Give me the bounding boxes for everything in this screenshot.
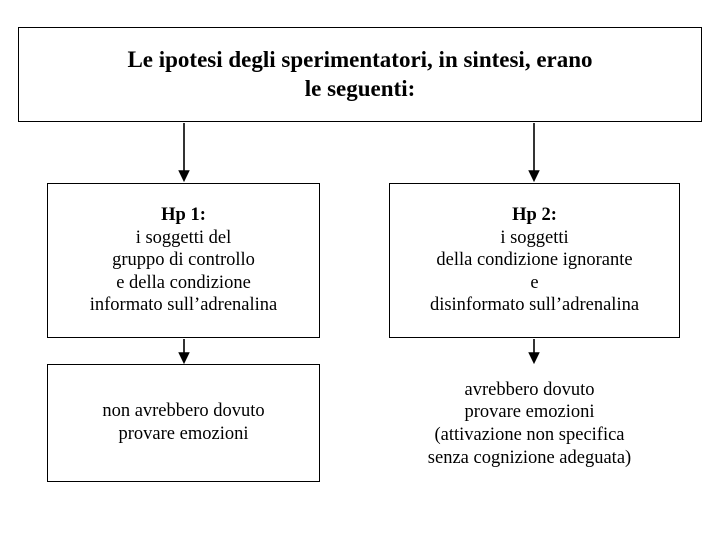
title-line-2: le seguenti: — [304, 75, 416, 101]
hypothesis-2-line-1: i soggetti — [500, 227, 569, 248]
hypothesis-1-box: Hp 1: i soggetti del gruppo di controllo… — [47, 183, 320, 338]
conclusion-2-line-4: senza cognizione adeguata) — [427, 447, 632, 468]
hypothesis-2-line-4: disinformato sull’adrenalina — [429, 295, 640, 316]
conclusion-2-box: avrebbero dovuto provare emozioni (attiv… — [379, 358, 680, 490]
hypothesis-1-line-1: i soggetti del — [135, 227, 232, 248]
conclusion-2-line-3: (attivazione non specifica — [434, 425, 625, 445]
conclusion-1-box: non avrebbero dovuto provare emozioni — [47, 364, 320, 482]
conclusion-2-line-2: provare emozioni — [464, 402, 595, 423]
conclusion-1-text: non avrebbero dovuto provare emozioni — [48, 400, 319, 445]
hypothesis-2-line-3: e — [530, 272, 539, 293]
hypothesis-1-line-2: gruppo di controllo — [112, 250, 255, 271]
conclusion-1-line-2: provare emozioni — [118, 424, 249, 444]
hypothesis-2-box: Hp 2: i soggetti della condizione ignora… — [389, 183, 680, 338]
hypothesis-1-label: Hp 1: — [161, 205, 206, 226]
conclusion-2-line-1: avrebbero dovuto — [464, 379, 595, 400]
hypothesis-2-label: Hp 2: — [512, 205, 557, 226]
hypothesis-2-line-2: della condizione ignorante — [436, 250, 633, 271]
hypothesis-1-line-3: e della condizione — [116, 272, 251, 293]
conclusion-1-line-1: non avrebbero dovuto — [102, 401, 265, 422]
title-box: Le ipotesi degli sperimentatori, in sint… — [18, 27, 702, 122]
title-text: Le ipotesi degli sperimentatori, in sint… — [19, 46, 701, 102]
title-line-1: Le ipotesi degli sperimentatori, in sint… — [127, 47, 593, 73]
hypothesis-1-line-4: informato sull’adrenalina — [89, 295, 278, 316]
conclusion-2-text: avrebbero dovuto provare emozioni (attiv… — [379, 379, 680, 469]
hypothesis-1-text: Hp 1: i soggetti del gruppo di controllo… — [48, 204, 319, 317]
hypothesis-2-text: Hp 2: i soggetti della condizione ignora… — [390, 204, 679, 317]
